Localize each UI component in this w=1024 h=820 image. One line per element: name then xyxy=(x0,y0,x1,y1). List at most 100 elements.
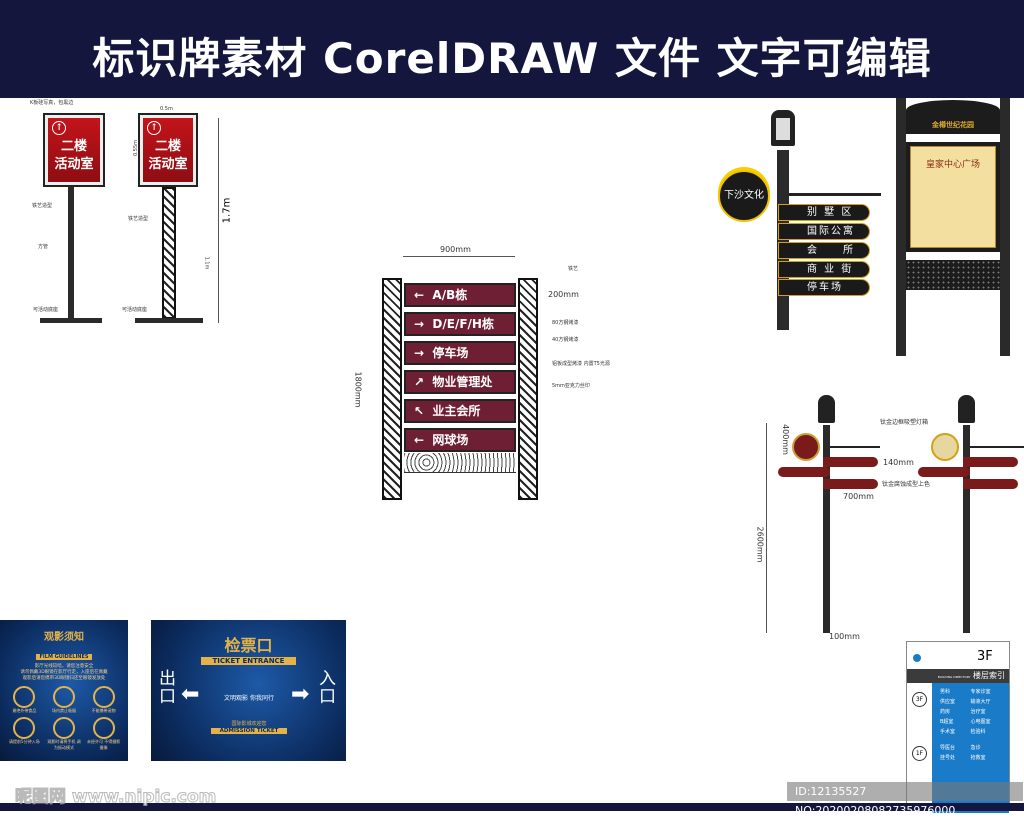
floor-marker: 3F xyxy=(912,692,927,707)
right-post xyxy=(518,278,538,500)
sign-text: 二楼 xyxy=(154,139,181,154)
room: 抢救室 xyxy=(970,755,986,761)
room: 治疗室 xyxy=(970,709,986,715)
left-post xyxy=(896,98,906,356)
ticket-entrance-board: 检票口 TICKET ENTRANCE 出口 入口 ⬅ ➡ 文明观影 你我同行 … xyxy=(151,620,346,761)
base xyxy=(40,318,102,323)
perforated-panel xyxy=(906,260,1000,290)
dim: 1800mm xyxy=(353,371,363,408)
board-subtitle: TICKET ENTRANCE xyxy=(201,657,296,665)
panel-label: D/E/F/H栋 xyxy=(432,317,494,331)
floor-marker: 1F xyxy=(912,746,927,761)
room: 专家诊室 xyxy=(970,689,991,695)
red-sign: ↑ 二楼 活动室 xyxy=(43,113,105,187)
direction-panel: ↖ 业主会所 xyxy=(404,399,516,423)
room: 输液大厅 xyxy=(970,699,991,705)
sign-text: 二楼 xyxy=(60,139,87,154)
no-phone-icon xyxy=(52,717,75,739)
blade-sign xyxy=(918,467,970,477)
header-en: BUILDING DIRECTORY xyxy=(937,675,971,679)
note: 铝板成型烤漆 内置T5光源 xyxy=(552,361,610,367)
bracket xyxy=(970,446,1024,448)
dim: 100mm xyxy=(829,632,860,641)
base xyxy=(135,318,203,323)
blade-sign xyxy=(823,457,878,467)
panel-label: 停车场 xyxy=(432,346,469,360)
dim: 1.1m xyxy=(203,256,210,270)
welcome-text: 国际影城欢迎您 xyxy=(231,721,267,727)
arrow-up-left-icon: ↖ xyxy=(414,404,425,418)
dim-line xyxy=(218,118,219,323)
arrow-up-right-icon: ↗ xyxy=(414,375,425,389)
bracket xyxy=(789,193,881,196)
clock-icon xyxy=(13,717,36,739)
rule-item: 场内禁止吸烟 xyxy=(46,686,83,714)
note: 80方钢烤漆 xyxy=(552,320,579,326)
board-title: 皇家中心广场 xyxy=(910,146,996,248)
rule-item: 观影时请将手机 调为振动模式 xyxy=(46,717,83,751)
room: 男科 xyxy=(940,689,951,695)
dim: 0.5m xyxy=(160,106,173,112)
page-title: 标识牌素材 CorelDRAW 文件 文字可编辑 xyxy=(0,0,1024,98)
lamp-icon xyxy=(818,395,835,423)
rule-label: 请提前5分钟入场 xyxy=(9,739,40,744)
direction-panel: ↗ 物业管理处 xyxy=(404,370,516,394)
pole xyxy=(68,187,74,319)
lamp-glass xyxy=(776,118,790,140)
board-title: 检票口 xyxy=(224,636,273,655)
room: 挂号处 xyxy=(940,755,956,761)
arrow-right-icon: → xyxy=(414,346,425,360)
direction-panel: ← A/B栋 xyxy=(404,283,516,307)
note: 可活动底座 xyxy=(122,307,148,313)
blade-sign: 别 墅 区 xyxy=(778,204,870,221)
note: 可活动底座 xyxy=(33,307,59,313)
culture-badge: 下沙文化 xyxy=(718,170,770,222)
dim: 1.7m xyxy=(221,197,233,224)
current-floor: 3F xyxy=(977,649,993,664)
film-guidelines-board: 观影须知 FILM GUIDELINES 影厅光线较暗，请您注意安全请勿佩戴3D… xyxy=(0,620,128,761)
board-title: 观影须知 xyxy=(44,632,84,643)
rule-label: 谢绝外带食品 xyxy=(12,708,37,713)
no-camera-icon xyxy=(92,717,115,739)
panel-label: A/B栋 xyxy=(432,288,468,302)
bracket xyxy=(830,446,880,448)
emblem xyxy=(931,433,959,461)
blade-sign xyxy=(963,457,1018,467)
blade-sign: 国际公寓 xyxy=(778,223,870,240)
rule-label: 场内禁止吸烟 xyxy=(51,708,76,713)
dim-line xyxy=(403,256,515,257)
up-arrow-icon: ↑ xyxy=(52,121,66,135)
room: 药房 xyxy=(940,709,951,715)
sign-text: 活动室 xyxy=(148,157,188,172)
direction-panel: → D/E/F/H栋 xyxy=(404,312,516,336)
rule-item: 未经许可 不得摄影摄像 xyxy=(85,717,122,751)
sign-text: 活动室 xyxy=(54,157,94,172)
directory-header: BUILDING DIRECTORY 楼层索引 xyxy=(907,669,1009,683)
room: 急诊 xyxy=(970,745,981,751)
guideline-line: 影厅光线较暗，请您注意安全 xyxy=(34,664,94,669)
panel-label: 网球场 xyxy=(432,433,469,447)
dim: 140mm xyxy=(883,458,914,467)
slogan: 文明观影 你我同行 xyxy=(224,695,274,702)
no-pets-icon xyxy=(92,686,115,708)
image-id-watermark: ID:12135527 NO:20200208082735976000 xyxy=(787,782,1023,817)
footer-bar xyxy=(0,803,1024,811)
emblem xyxy=(792,433,820,461)
rule-item: 谢绝外带食品 xyxy=(6,686,43,714)
arrow-right-icon: ➡ xyxy=(291,682,310,707)
dim: 2600mm xyxy=(755,526,765,563)
blade-sign: 商 业 街 xyxy=(778,261,870,278)
left-post xyxy=(382,278,402,500)
board-subtitle: FILM GUIDELINES xyxy=(36,654,92,660)
note: 铁艺造型 xyxy=(128,216,149,222)
room: 检验科 xyxy=(970,729,986,735)
room: 手术室 xyxy=(940,729,956,735)
blade-sign xyxy=(778,467,830,477)
ticket-label: ADMISSION TICKET xyxy=(211,728,287,734)
lamp-icon xyxy=(958,395,975,423)
blade-sign xyxy=(963,479,1018,489)
note: 铁艺 xyxy=(568,266,579,272)
dim-line xyxy=(766,423,767,633)
note-top: K板硅写真，包黑边 xyxy=(30,100,74,106)
note: 铁艺造型 xyxy=(32,203,53,209)
